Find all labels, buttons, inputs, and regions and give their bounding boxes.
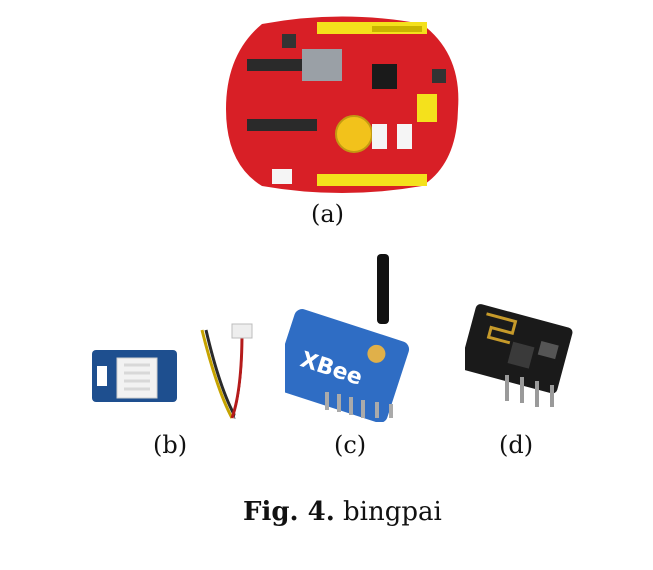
arduino-board-icon [226,16,459,193]
panel-label-c: (c) [334,431,367,459]
figure-panel-a [222,14,462,199]
esp-wifi-module-icon [460,304,573,407]
panel-label-d: (d) [499,431,534,459]
figure-caption-text: bingpai [343,497,442,527]
sensor-with-cable-icon [92,323,253,419]
figure-caption-prefix: Fig. 4. [243,497,335,527]
figure-panel-b [82,320,272,425]
panel-label-b: (b) [153,431,188,459]
panel-label-a: (a) [311,200,345,228]
figure-panel-d [460,295,590,410]
figure-panel-c: XBee [272,252,445,423]
figure-caption: Fig. 4. bingpai [243,497,442,527]
xbee-module-icon: XBee [272,254,410,423]
